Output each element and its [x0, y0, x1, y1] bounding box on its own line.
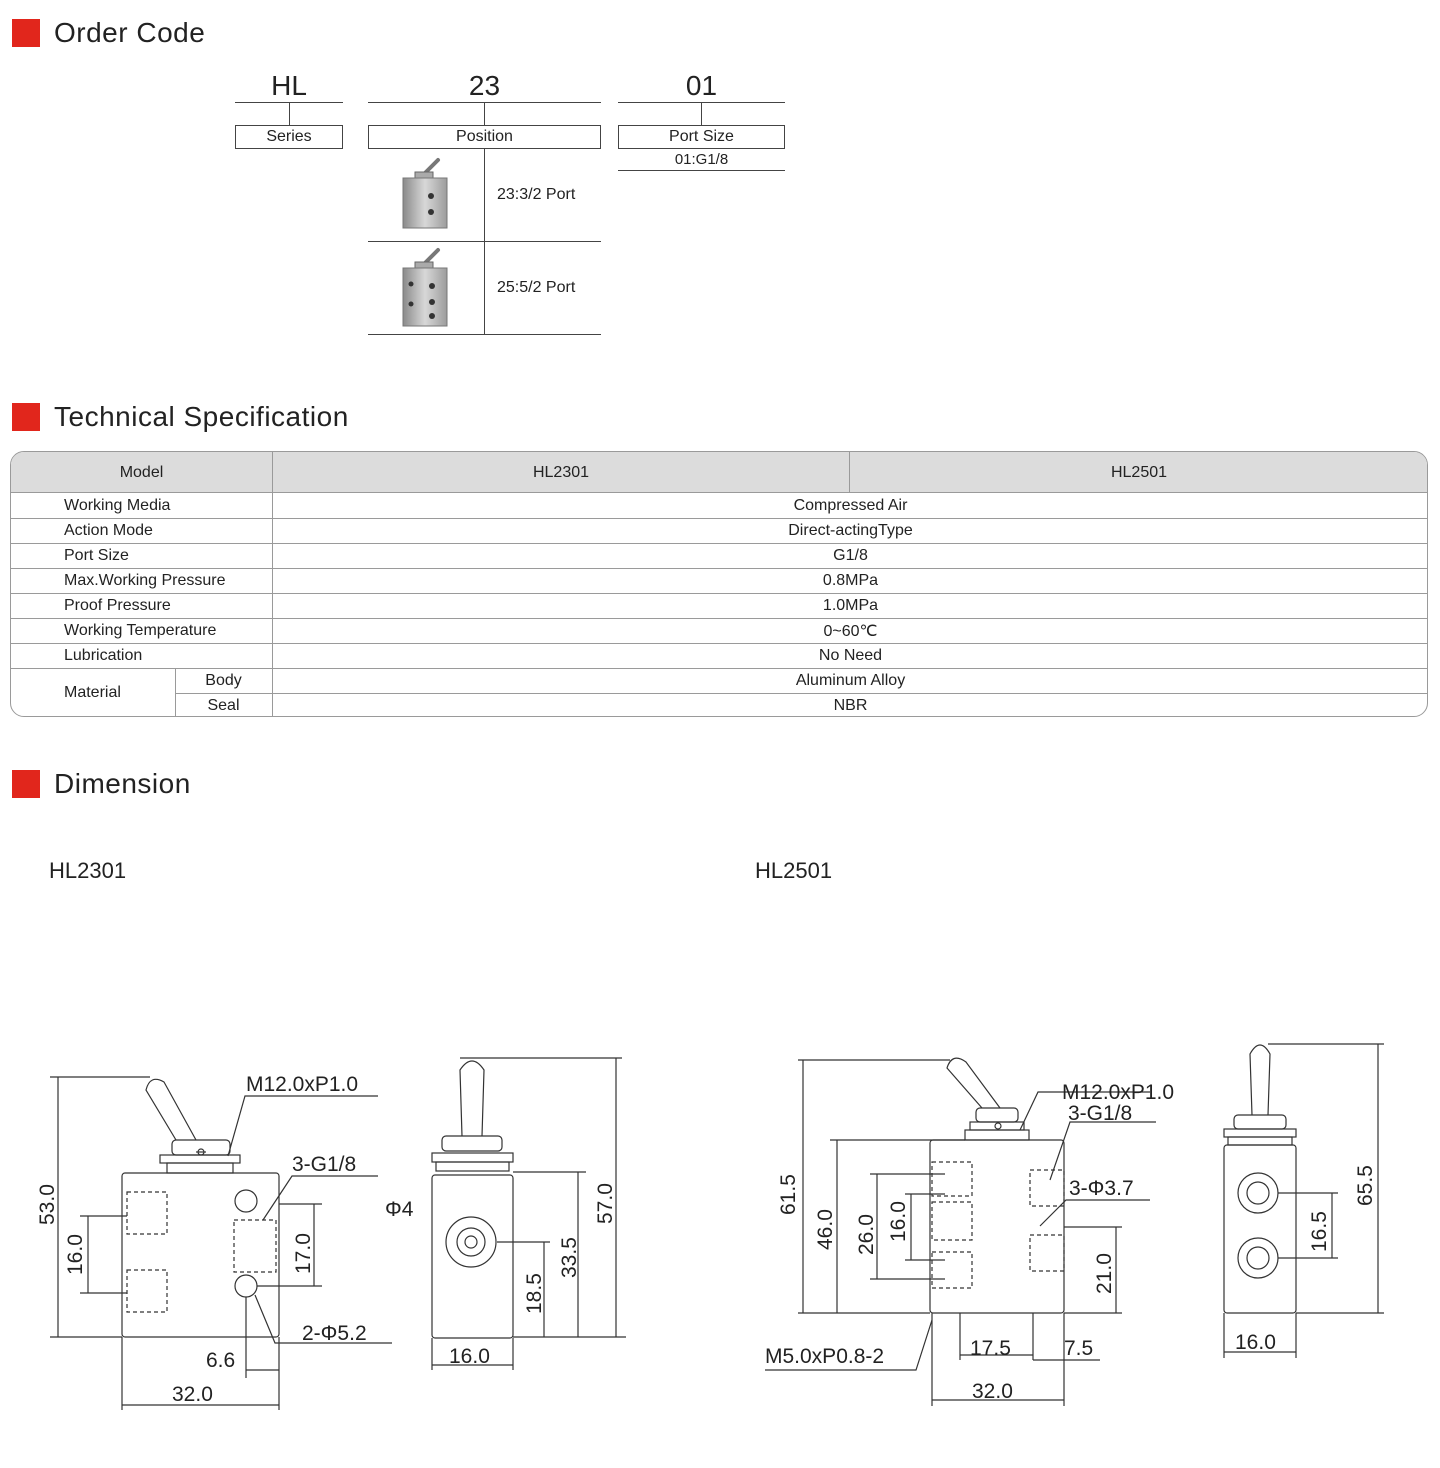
- row-line: [11, 568, 1427, 569]
- dim-label: 21.0: [1093, 1253, 1116, 1294]
- spec-header: [11, 452, 1427, 493]
- dim-label: M12.0xP1.0: [246, 1073, 358, 1096]
- row-line: [11, 593, 1427, 594]
- spec-label: Working Media: [64, 496, 171, 514]
- port-size-label: Port Size: [618, 125, 785, 149]
- header-model: Model: [119, 463, 164, 481]
- dim-label: 7.5: [1064, 1337, 1093, 1360]
- hl2501-drawing: M12.0xP1.0 3-G1/8 3-Φ3.7 61.5 46.0 26.0 …: [765, 1043, 1384, 1406]
- series-label: Series: [235, 125, 343, 149]
- dim-label: 46.0: [814, 1209, 837, 1250]
- material-seal-value: NBR: [833, 696, 868, 714]
- section-dimension: Dimension: [12, 768, 191, 800]
- dim-label: 2-Φ5.2: [302, 1322, 367, 1345]
- dim-label: 16.0: [449, 1345, 490, 1368]
- port-option: 01:G1/8: [674, 151, 729, 168]
- dim-label: 6.6: [206, 1349, 235, 1372]
- dim-label: 53.0: [36, 1184, 59, 1225]
- dim-label: 18.5: [523, 1273, 546, 1314]
- spec-value: Direct-actingType: [788, 521, 913, 539]
- dim-label: 3-G1/8: [1068, 1102, 1132, 1125]
- spec-value: No Need: [818, 646, 883, 664]
- dim-label: Φ4: [385, 1198, 414, 1221]
- spec-label: Action Mode: [64, 521, 153, 539]
- divider: [849, 452, 850, 493]
- material-label: Material: [64, 684, 121, 701]
- dim-label: 32.0: [172, 1383, 213, 1406]
- divider: [368, 241, 601, 242]
- position-option-25: 25:5/2 Port: [497, 279, 576, 296]
- section-order-code: Order Code: [12, 17, 205, 49]
- dim-label: 33.5: [558, 1237, 581, 1278]
- spec-value: 1.0MPa: [822, 596, 879, 614]
- spec-label: Lubrication: [64, 646, 143, 664]
- row-line: [11, 643, 1427, 644]
- hl2301-title: HL2301: [49, 858, 127, 883]
- dim-label: 16.0: [887, 1201, 910, 1242]
- dim-label: M12.0xP1.0: [1062, 1081, 1174, 1104]
- material-seal-label: Seal: [207, 696, 240, 714]
- red-square-icon: [12, 19, 40, 47]
- divider: [175, 668, 176, 716]
- position-label: Position: [368, 125, 601, 149]
- spec-label: Proof Pressure: [64, 596, 171, 614]
- position-code: 23: [468, 70, 501, 101]
- dim-label: 57.0: [594, 1183, 617, 1224]
- hl2301-drawing: M12.0xP1.0 3-G1/8 53.0 16.0 17.0 2-Φ5.2 …: [36, 1057, 626, 1410]
- dim-label: M5.0xP0.8-2: [765, 1345, 884, 1368]
- divider: [272, 452, 273, 716]
- divider: [368, 334, 601, 335]
- divider: [618, 170, 785, 171]
- row-line: [11, 543, 1427, 544]
- port-code: 01: [685, 70, 718, 101]
- divider: [484, 149, 485, 335]
- row-line: [11, 618, 1427, 619]
- spec-table: Model HL2301 HL2501 Working Media Compre…: [10, 451, 1428, 717]
- row-line: [11, 668, 1427, 669]
- section-tech-spec: Technical Specification: [12, 401, 349, 433]
- valve-5-2-image: [402, 248, 448, 327]
- connector: [484, 102, 485, 125]
- series-code: HL: [271, 70, 307, 101]
- red-square-icon: [12, 403, 40, 431]
- dim-label: 61.5: [777, 1174, 800, 1215]
- spec-value: G1/8: [833, 546, 868, 564]
- hl2501-title: HL2501: [755, 858, 833, 883]
- spec-value: Compressed Air: [793, 496, 908, 514]
- dim-label: 16.0: [1235, 1331, 1276, 1354]
- spec-label: Port Size: [64, 546, 129, 564]
- valve-3-2-image: [402, 158, 448, 229]
- material-body-value: Aluminum Alloy: [795, 671, 906, 689]
- red-square-icon: [12, 770, 40, 798]
- connector: [701, 102, 702, 125]
- row-line: [175, 693, 1427, 694]
- dim-label: 26.0: [855, 1214, 878, 1255]
- dim-label: 3-G1/8: [292, 1153, 356, 1176]
- header-hl2501: HL2501: [1110, 463, 1168, 481]
- row-line: [11, 518, 1427, 519]
- connector: [289, 102, 290, 125]
- dim-label: 17.5: [970, 1337, 1011, 1360]
- section-title: Order Code: [54, 17, 206, 48]
- spec-value: 0.8MPa: [822, 571, 879, 589]
- spec-label: Working Temperature: [64, 621, 217, 639]
- material-body-label: Body: [205, 671, 242, 689]
- position-option-23: 23:3/2 Port: [497, 186, 576, 203]
- dim-label: 16.5: [1308, 1211, 1331, 1252]
- section-title: Dimension: [54, 768, 191, 799]
- dim-label: 65.5: [1354, 1165, 1377, 1206]
- spec-value: 0~60℃: [823, 622, 878, 640]
- dim-label: 17.0: [292, 1233, 315, 1274]
- dim-label: 16.0: [64, 1234, 87, 1275]
- header-hl2301: HL2301: [532, 463, 590, 481]
- dim-label: 32.0: [972, 1380, 1013, 1403]
- spec-label: Max.Working Pressure: [64, 571, 226, 589]
- section-title: Technical Specification: [54, 401, 349, 432]
- dim-label: 3-Φ3.7: [1069, 1177, 1134, 1200]
